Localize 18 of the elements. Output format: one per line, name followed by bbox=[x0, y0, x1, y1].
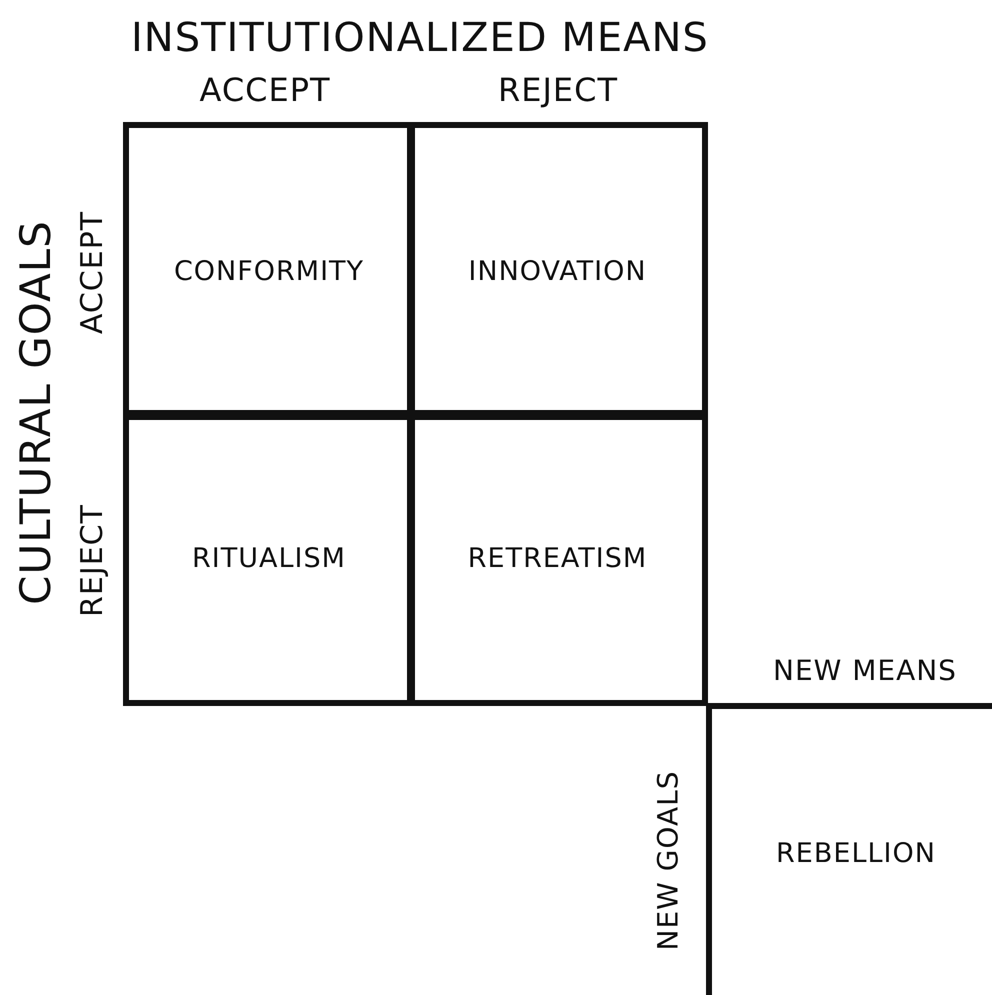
column-header: NEW MEANS bbox=[773, 654, 957, 686]
cell-label: RITUALISM bbox=[192, 542, 346, 574]
cell-label: RETREATISM bbox=[468, 542, 648, 574]
cell-label: CONFORMITY bbox=[174, 256, 364, 286]
row-header: ACCEPT bbox=[74, 210, 110, 334]
quadrant-cell bbox=[123, 122, 415, 420]
axis-title: INSTITUTIONALIZED MEANS bbox=[131, 15, 709, 61]
column-header: REJECT bbox=[498, 71, 618, 109]
row-header: REJECT bbox=[74, 504, 110, 616]
row-header: NEW GOALS bbox=[652, 770, 684, 950]
cell-label: INNOVATION bbox=[468, 256, 647, 286]
cell-label: REBELLION bbox=[776, 838, 936, 868]
quadrant-cell bbox=[407, 122, 708, 420]
column-header: ACCEPT bbox=[200, 71, 331, 109]
quadrant-cell bbox=[407, 410, 708, 706]
axis-title: CULTURAL GOALS bbox=[10, 220, 60, 604]
quadrant-cell bbox=[706, 703, 992, 995]
quadrant-cell bbox=[123, 410, 415, 706]
